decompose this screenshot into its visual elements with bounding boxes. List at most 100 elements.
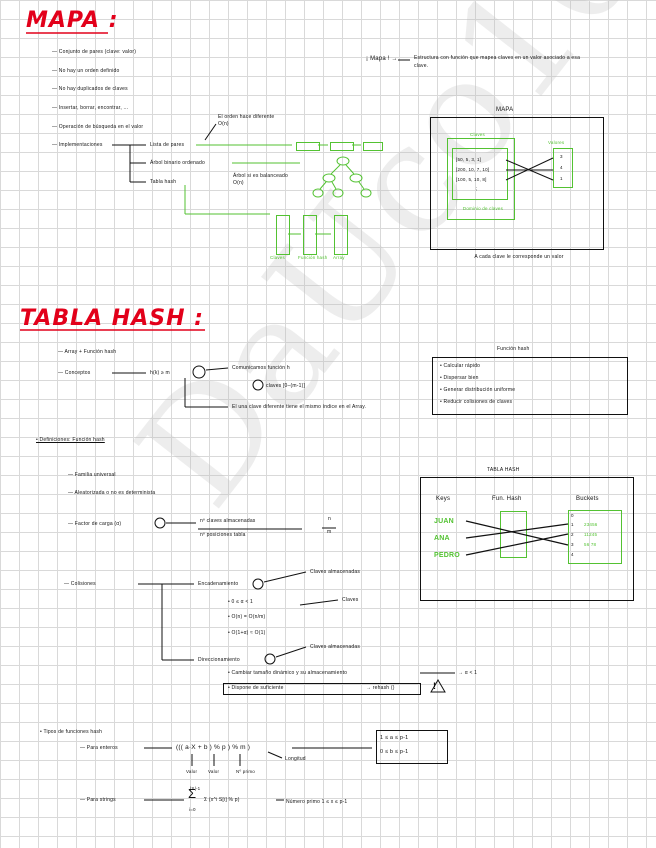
mapa-definition-key: ¡ Mapa ! → — [366, 56, 398, 62]
bucket-idx-2: 2 — [571, 532, 574, 537]
hash-table-fun-header: Fun. Hash — [492, 496, 522, 502]
defs-title: • Definiciones: Función hash — [36, 437, 105, 443]
hash-key-3: PEDRO — [434, 552, 460, 559]
bucket-idx-4: 4 — [571, 552, 574, 557]
types-ints-formula: ((( a·X + b ) % p ) % m ) — [176, 744, 251, 751]
bucket-idx-0: 0 — [571, 513, 574, 518]
func-box-frame — [432, 357, 628, 415]
open-addr-c-frame — [223, 683, 421, 695]
mapa-bullet-1: — Conjunto de pares (clave: valor) — [52, 49, 137, 55]
hash-concepts-formula: h(k) ≥ m — [150, 370, 170, 376]
mapa-bullet-4: — Insertar, borrar, encontrar, ... — [52, 105, 129, 111]
def-load-num: nº claves almacenadas — [200, 518, 256, 524]
types-under-1: Valor — [186, 769, 198, 774]
mapa-definition: Estructura con función que mapea claves … — [414, 55, 581, 69]
types-ints-note: Longitud — [285, 756, 306, 762]
mapa-key-row-1: [50, 5, 3, 1] — [456, 157, 482, 162]
def-load-factor: — Factor de carga (α) — [68, 521, 122, 527]
mapa-bullet-2: — No hay un orden definido — [52, 68, 120, 74]
chaining-d: • O(1+α) ≈ O(1) — [228, 630, 266, 636]
hash-table-keys-header: Keys — [436, 496, 451, 502]
types-strings-label: — Para strings — [80, 797, 116, 803]
mapa-diagram-caption: A cada clave le corresponde un valor — [474, 254, 564, 260]
array-label-array: Array — [333, 255, 345, 260]
mapa-key-row-2: [200, 10, 7, 10] — [456, 167, 490, 172]
open-addr-label: Direccionamiento — [198, 657, 240, 663]
open-addr-c2: → rehash () — [366, 685, 395, 691]
chaining-label: Encadenamiento — [198, 581, 239, 587]
types-ints-label: — Para enteros — [80, 745, 118, 751]
list-node-1 — [296, 142, 320, 151]
collisions-label: — Colisiones — [64, 581, 96, 587]
array-box-3 — [334, 215, 348, 255]
mapa-keys-inner — [452, 148, 508, 200]
impl-tree-note: Árbol si es balanceado O(n) — [233, 173, 288, 186]
hash-title: TABLA HASH : — [20, 306, 204, 331]
mapa-bullet-5: — Operación de búsqueda en el valor — [52, 124, 144, 130]
list-node-2 — [330, 142, 354, 151]
bucket-idx-3: 3 — [571, 542, 574, 547]
impl-table-label: Tabla hash — [150, 179, 177, 185]
hash-concepts-b: claves [0–(m-1)] — [266, 383, 306, 389]
mapa-value-3: 1 — [560, 176, 563, 181]
mapa-diagram-title: MAPA — [496, 107, 514, 113]
hash-concepts-c: El una clave diferente tiene el mismo ín… — [232, 404, 367, 410]
hash-concepts-label: — Conceptos — [58, 370, 91, 376]
types-under-2: Valor — [208, 769, 220, 774]
open-addr-c: • Dispone de suficiente — [228, 685, 284, 691]
hash-table-title: TABLA HASH — [487, 467, 520, 473]
impl-list-note: El orden hace diferente O(n) — [218, 114, 275, 127]
types-sigma: Σ — [188, 786, 197, 801]
mapa-value-2: 4 — [560, 165, 563, 170]
hash-table-buckets-header: Buckets — [576, 496, 599, 502]
mapa-values-label: Valores — [548, 140, 565, 145]
hash-table-frame — [420, 477, 634, 601]
def-load-den: nº posiciones tabla — [200, 532, 246, 538]
types-strings-formula: Σ (x^i S[i] % p) — [204, 797, 240, 803]
hash-key-2: ANA — [434, 535, 450, 542]
mapa-bullet-6: — Implementaciones — [52, 142, 103, 148]
func-box-item-4: • Reducir colisiones de claves — [440, 399, 513, 405]
mapa-title: MAPA : — [26, 8, 119, 33]
hash-concepts-a: Comunicamos función h — [232, 365, 290, 371]
mapa-key-row-4: ⋮ — [474, 187, 479, 192]
hash-line-array: — Array + Función hash — [58, 349, 117, 355]
mapa-domain-label: Dominio de claves — [462, 206, 504, 211]
func-box-title: Función hash — [497, 346, 530, 352]
func-box-item-3: • Generar distribución uniforme — [440, 387, 516, 393]
types-sum-bottom: i=0 — [189, 807, 196, 812]
chaining-c: • O(n) = O(n/m) — [228, 614, 266, 620]
bucket-val-1: 23456 — [584, 522, 598, 527]
hash-key-1: JUAN — [434, 518, 454, 525]
array-box-1 — [276, 215, 290, 255]
def-aleatorizada: — Aleatorizada o no es determinista — [68, 490, 156, 496]
types-range-2: 0 ≤ b ≤ p-1 — [380, 749, 409, 755]
impl-list-label: Lista de pares — [150, 142, 185, 148]
def-load-frac-num: n — [328, 516, 331, 522]
mapa-keys-box — [447, 138, 515, 220]
func-box-item-1: • Calcular rápido — [440, 363, 481, 369]
open-addr-b2: → α < 1 — [458, 670, 478, 676]
mapa-bullet-3: — No hay duplicados de claves — [52, 86, 128, 92]
mapa-diagram-frame — [430, 117, 604, 250]
types-title: • Tipos de funciones hash — [40, 729, 103, 735]
mapa-key-row-3: [100, 5, 10, 8] — [456, 177, 487, 182]
types-strings-note: Número primo 1 ≤ x ≤ p-1 — [286, 799, 348, 805]
array-box-2 — [303, 215, 317, 255]
def-load-frac-den: m — [327, 529, 332, 535]
hash-fun-box — [500, 511, 527, 558]
bucket-val-3: 56 78 — [584, 542, 597, 547]
array-label-funcion: Función hash — [298, 255, 328, 260]
func-box-item-2: • Dispersar bien — [440, 375, 479, 381]
array-label-claves: Claves — [270, 255, 285, 260]
bucket-idx-1: 1 — [571, 522, 574, 527]
open-addr-a: Claves almacenadas — [310, 644, 361, 650]
bucket-val-2: 11245 — [584, 532, 598, 537]
mapa-values-box — [553, 148, 573, 188]
mapa-keys-label: Claves — [470, 132, 485, 137]
list-node-3 — [363, 142, 383, 151]
chaining-b: • 0 ≤ α < 1 — [228, 599, 254, 605]
types-under-3: Nº primo — [236, 769, 255, 774]
